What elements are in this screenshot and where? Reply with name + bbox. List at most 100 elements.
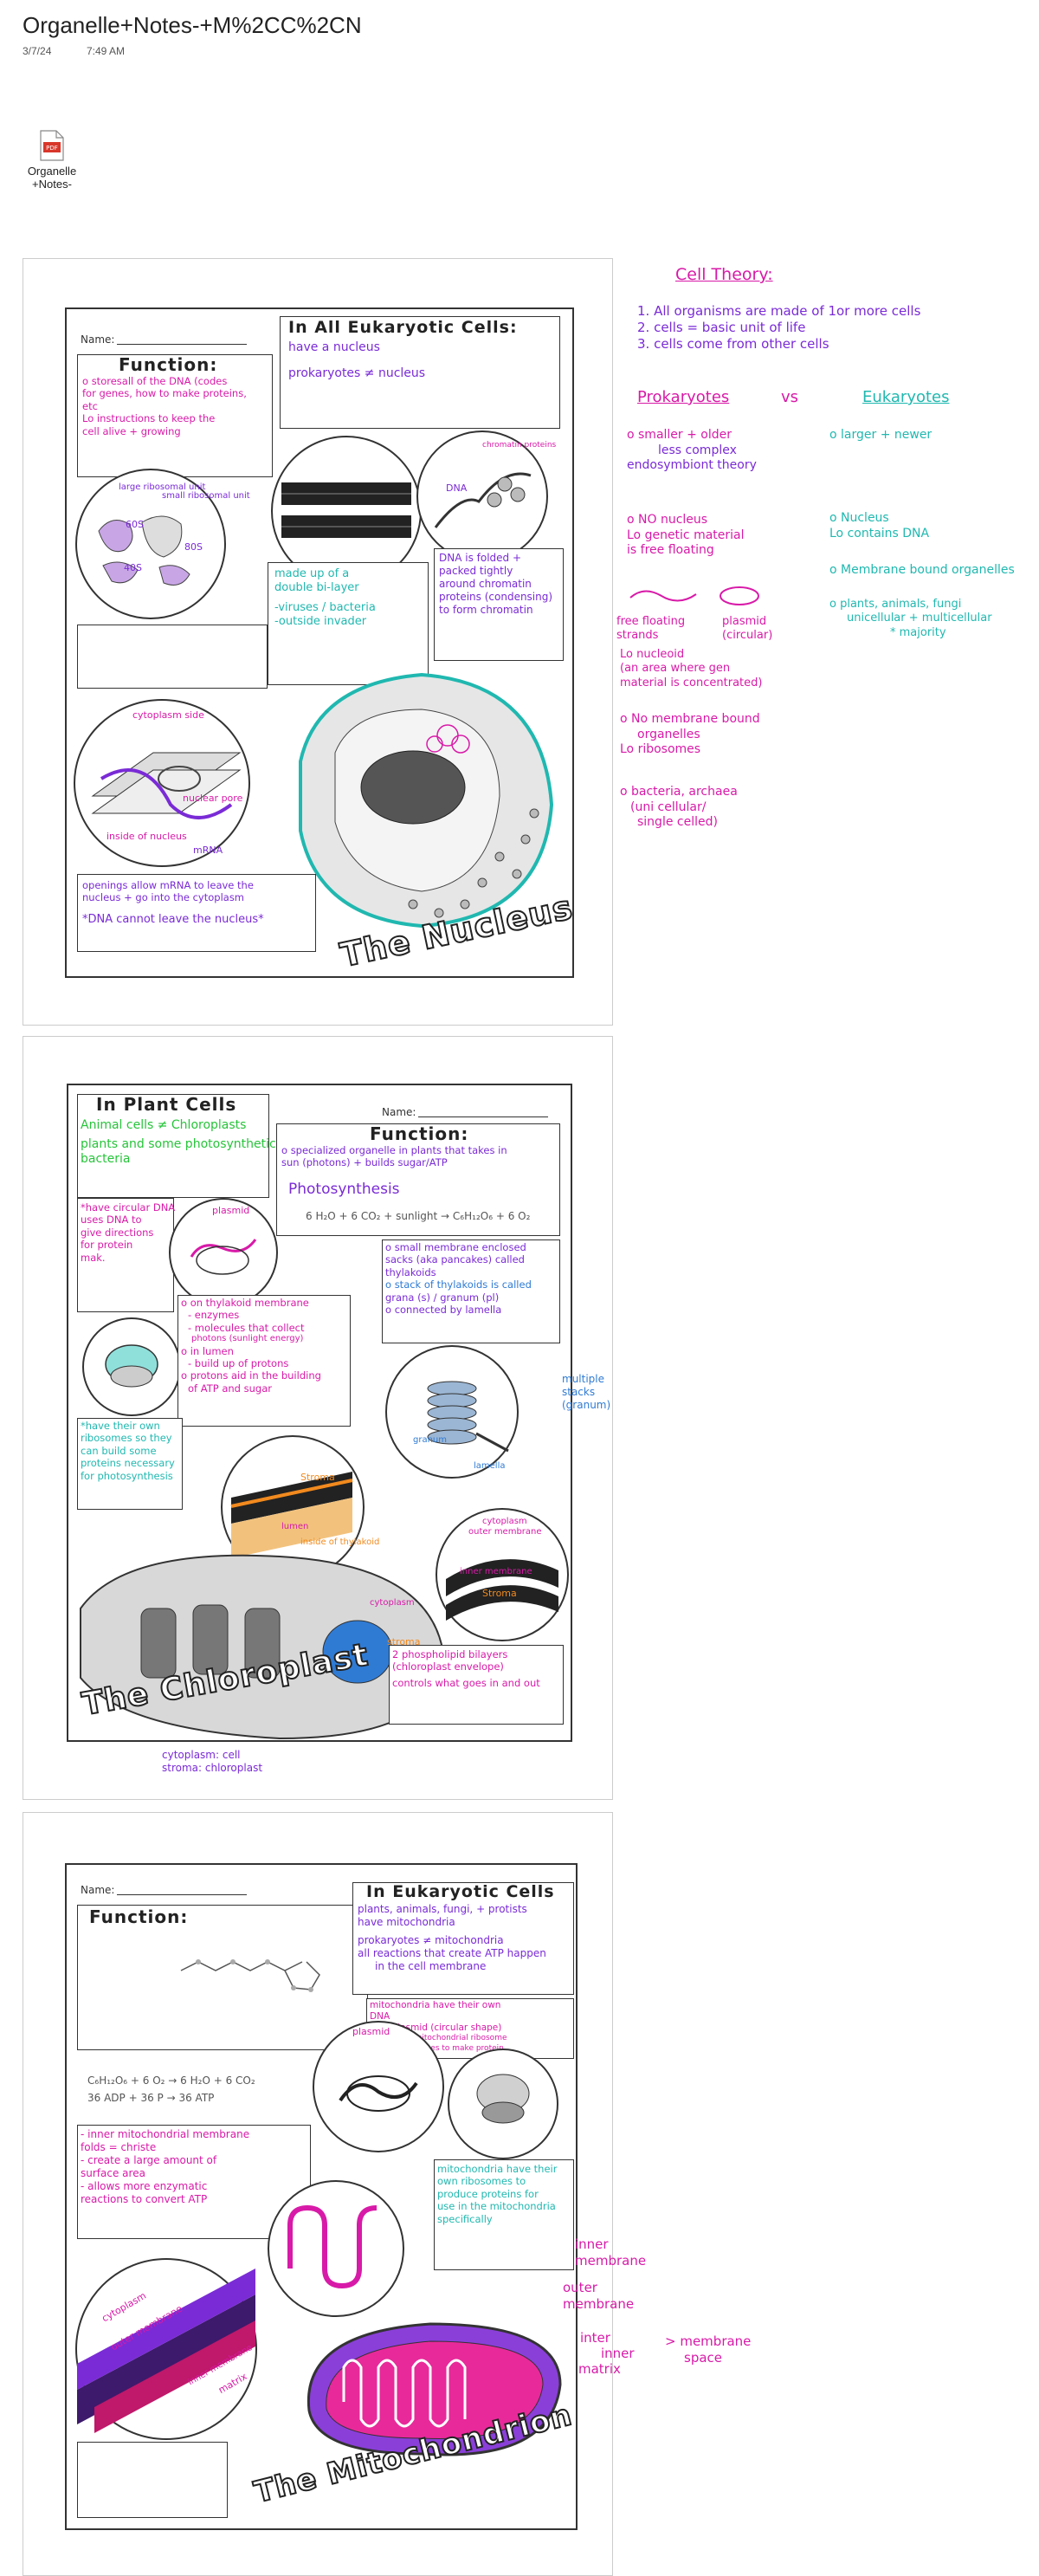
pore-cytoplasm-label: cytoplasm side [132, 709, 204, 721]
vs-label: vs [781, 388, 799, 406]
prokaryotes-heading: Prokaryotes [637, 388, 730, 406]
attachment-name-line2: +Notes- [32, 178, 72, 191]
dm-stroma: Stroma [482, 1588, 517, 1599]
side-inner: inner [601, 2346, 635, 2361]
chromatin-dna-label: DNA [446, 482, 468, 494]
attachment-name-line1: Organelle [27, 165, 77, 178]
eukaryotic-notes: have a nucleus prokaryotes ≠ nucleus [288, 340, 426, 380]
svg-text:PDF: PDF [46, 145, 58, 152]
mito-plasmid-label: plasmid [352, 2026, 390, 2037]
function-heading: Function: [119, 354, 218, 375]
mito-eukaryotic-heading: In Eukaryotic Cells [366, 1882, 555, 1901]
eukaryotes-notes-1: o larger + newer [829, 428, 933, 442]
lumen-label: lumen [281, 1522, 309, 1531]
chromatin-notes-box [434, 548, 564, 661]
mito-eukaryotic-box [352, 1882, 574, 1995]
chloro-function-heading: Function: [370, 1123, 469, 1144]
dm-inner: inner membrane [460, 1567, 532, 1576]
pore-inside-label: inside of nucleus [106, 831, 187, 842]
nucleolus-circle [75, 469, 226, 619]
plasmid-drawings [627, 582, 783, 616]
eukaryotes-notes-3: o Membrane bound organelles [829, 563, 1015, 577]
nucleolus-large-label: large ribosomal unit [119, 482, 206, 492]
ribosome-circle [82, 1317, 181, 1416]
function-box [77, 354, 273, 477]
lamella-label: lamella [474, 1461, 506, 1471]
nucleus-illustration [283, 657, 569, 943]
prokaryotes-examples: o bacteria, archaea(uni cellular/single … [620, 785, 738, 829]
nucleolus-40s: 40S [124, 562, 142, 573]
chloroplast-worksheet-page[interactable]: In Plant Cells Animal cells ≠ Chloroplas… [23, 1036, 613, 1800]
nucleus-worksheet-page[interactable]: Name: Function: o storesall of the DNA (… [23, 258, 613, 1026]
cristae-notes-box [77, 2125, 311, 2239]
prokaryotes-notes-1: o smaller + older less complex endosymbi… [627, 428, 757, 472]
nucleolus-80s: 80S [184, 541, 203, 553]
photosynthesis-label: Photosynthesis [288, 1181, 400, 1198]
envelope-notes-box [268, 562, 429, 685]
chloro-stroma-label: stroma [387, 1636, 421, 1647]
cristae-circle [268, 2180, 404, 2317]
name-line [117, 344, 247, 345]
chloro-name-line [418, 1116, 548, 1117]
nuclear-pore-circle [74, 699, 250, 867]
envelope-notes-box-2 [389, 1645, 564, 1725]
chloro-envelope-notes: 2 phospholipid bilayers(chloroplast enve… [392, 1648, 540, 1689]
granum-circle [385, 1345, 519, 1479]
double-membrane-circle [436, 1508, 569, 1641]
stroma-label: Stroma [300, 1472, 335, 1483]
mito-blank-box [77, 2442, 228, 2518]
chromatin-circle [416, 430, 548, 562]
plant-cells-heading: In Plant Cells [96, 1094, 237, 1115]
pore-mrna-label: mRNA [193, 845, 223, 856]
chloro-name-label: Name: [382, 1106, 416, 1118]
chloro-function-notes: o specialized organelle in plants that t… [281, 1144, 507, 1169]
inside-thylakoid-label: inside of thylakoid [300, 1537, 380, 1547]
page-time: 7:49 AM [87, 45, 126, 57]
thylakoid-notes-box [382, 1239, 560, 1343]
atp-equation: 36 ADP + 36 P → 36 ATP [87, 2092, 215, 2104]
chloro-cytoplasm-label: cytoplasm [370, 1598, 415, 1608]
mito-name-line [117, 1894, 247, 1895]
atp-molecule-drawing [172, 1936, 345, 2018]
eukaryotic-box [280, 316, 560, 429]
cell-theory-list: 1. All organisms are made of 1or more ce… [637, 303, 921, 352]
pdf-attachment[interactable]: PDF Organelle +Notes- [26, 130, 78, 191]
dm-outer: outer membrane [468, 1527, 542, 1537]
page-title: Organelle+Notes-+M%2CC%2CN [23, 12, 362, 38]
chloro-plasmid-label: plasmid [212, 1205, 250, 1216]
chloroplast-illustration [72, 1539, 470, 1747]
mito-name-label: Name: [81, 1884, 115, 1896]
mito-dna-circle [313, 2021, 444, 2152]
prokaryotes-plasmid: plasmid(circular) [722, 615, 773, 643]
mitochondria-worksheet-page[interactable]: Name: Function: In Eukaryotic Cells plan… [23, 1812, 613, 2576]
page-date: 3/7/24 [23, 45, 52, 57]
granum-label: granum [413, 1435, 448, 1445]
mito-ribosome-notes-box [434, 2159, 574, 2270]
pore-notes-box [77, 874, 316, 952]
dm-cytoplasm: cytoplasm [482, 1517, 527, 1526]
chloro-ribosome-box [77, 1418, 183, 1510]
dna-notes-box [77, 1198, 174, 1312]
side-matrix: matrix [578, 2361, 621, 2377]
